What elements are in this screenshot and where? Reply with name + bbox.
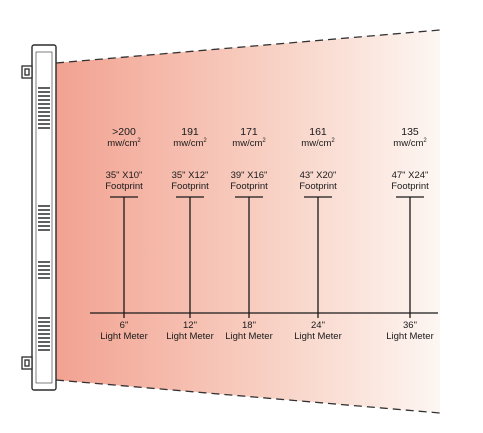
intensity-value: >200 [112,126,136,138]
footprint-size: 39" X16" [230,170,268,181]
intensity-unit: mw/cm [393,138,424,149]
intensity-unit: mw/cm [301,138,332,149]
footprint-size: 35" X12" [171,170,209,181]
footprint-label: 43" X20"Footprint [299,170,337,192]
distance-value: 24" [311,320,325,331]
light-meter-label: Light Meter [294,331,342,342]
distance-label: 6"Light Meter [100,320,148,342]
distance-label: 36"Light Meter [386,320,434,342]
distance-value: 6" [119,320,129,331]
intensity-unit: mw/cm [107,138,138,149]
heat-sink-fins-middle [38,205,50,231]
intensity-value: 161 [309,126,327,138]
intensity-unit: mw/cm [232,138,263,149]
footprint-word: Footprint [391,181,429,192]
heat-sink-fins-bottom [38,317,50,351]
distance-label: 12"Light Meter [166,320,214,342]
unit-superscript: 2 [203,138,207,144]
light-meter-label: Light Meter [225,331,273,342]
footprint-word: Footprint [171,181,209,192]
unit-superscript: 2 [262,138,266,144]
led-panel [21,44,57,391]
distance-value: 18" [242,320,256,331]
intensity-value: 191 [181,126,199,138]
intensity-unit: mw/cm [173,138,204,149]
intensity-value: 171 [240,126,258,138]
distance-label: 24"Light Meter [294,320,342,342]
light-meter-label: Light Meter [100,331,148,342]
distance-value: 36" [403,320,417,331]
footprint-label: 39" X16"Footprint [230,170,268,192]
footprint-label: 47" X24"Footprint [391,170,429,192]
footprint-word: Footprint [299,181,337,192]
footprint-word: Footprint [105,181,143,192]
mounting-bracket-bottom [21,356,33,370]
light-meter-label: Light Meter [166,331,214,342]
light-meter-label: Light Meter [386,331,434,342]
footprint-word: Footprint [230,181,268,192]
footprint-size: 43" X20" [299,170,337,181]
unit-superscript: 2 [137,138,141,144]
distance-value: 12" [183,320,197,331]
intensity-value: 135 [401,126,419,138]
mounting-bracket-top [21,65,33,79]
heat-sink-fins-lower [38,261,50,279]
distance-label: 18"Light Meter [225,320,273,342]
light-beam [56,30,440,413]
footprint-size: 47" X24" [391,170,429,181]
footprint-size: 35" X10" [105,170,143,181]
unit-superscript: 2 [331,138,335,144]
footprint-label: 35" X10"Footprint [105,170,143,192]
unit-superscript: 2 [423,138,427,144]
footprint-label: 35" X12"Footprint [171,170,209,192]
heat-sink-fins-top [38,87,50,129]
